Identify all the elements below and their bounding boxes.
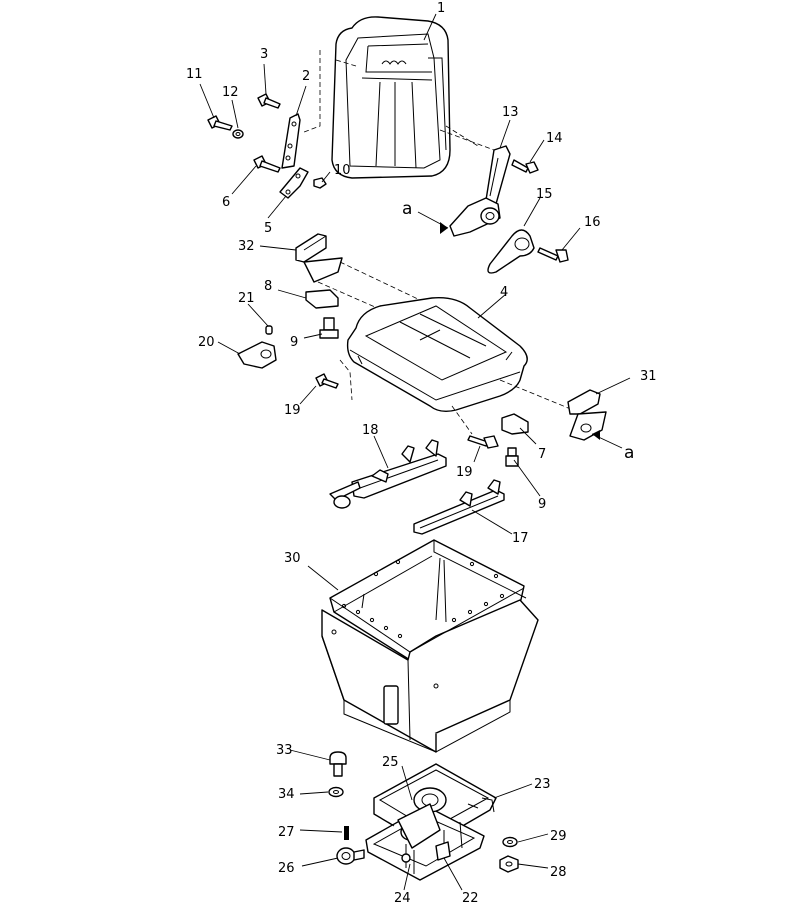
callout-25: 25 [382, 755, 399, 770]
slide-rail-18 [329, 439, 447, 509]
callout-15: 15 [536, 187, 553, 202]
callout-23: 23 [534, 777, 551, 792]
backrest-bracket-left [281, 113, 301, 169]
callout-20: 20 [198, 335, 215, 350]
suspension-assembly-22 [365, 763, 497, 881]
bolt-6 [253, 155, 281, 173]
callout-29: 29 [550, 829, 567, 844]
recliner-hinge-13 [439, 129, 511, 237]
hinge-bracket-31 [567, 389, 607, 441]
bolt-14 [511, 159, 539, 174]
callout-3: 3 [260, 47, 268, 62]
callout-13: 13 [502, 105, 519, 120]
callout-labels: 1 2 3 4 5 6 7 8 9 9 10 11 12 13 14 15 16… [186, 1, 657, 904]
bolt-16 [537, 247, 569, 263]
callout-19-right: 19 [456, 465, 473, 480]
bolt-9-upper [319, 317, 339, 339]
view-mark-a-upper: a [402, 199, 412, 219]
callout-17: 17 [512, 531, 529, 546]
callout-1: 1 [437, 1, 445, 16]
spring-pin-27 [344, 826, 349, 840]
bolt-19-right [467, 435, 499, 449]
seat-lever-20 [237, 341, 277, 369]
callout-21: 21 [238, 291, 255, 306]
callout-26: 26 [278, 861, 295, 876]
callout-11: 11 [186, 67, 203, 82]
callout-27: 27 [278, 825, 295, 840]
callout-2: 2 [302, 69, 310, 84]
callout-16: 16 [584, 215, 601, 230]
bracket-7 [501, 413, 529, 435]
washer-29 [502, 836, 518, 848]
bolt-9-lower [505, 447, 519, 467]
knob-26 [336, 847, 365, 865]
view-arrow-upper [440, 222, 448, 234]
callout-5: 5 [264, 221, 272, 236]
callout-18: 18 [362, 423, 379, 438]
recliner-cover-15 [487, 229, 535, 274]
callout-33: 33 [276, 743, 293, 758]
seat-box-30 [321, 539, 539, 753]
callout-8: 8 [264, 279, 272, 294]
callout-14: 14 [546, 131, 563, 146]
callout-28: 28 [550, 865, 567, 880]
bracket-8 [305, 289, 339, 309]
washer-34 [328, 786, 344, 798]
view-arrow-lower [592, 430, 600, 440]
nut-28 [499, 855, 519, 873]
seat-mount-32 [295, 233, 327, 263]
seat-cushion-4 [339, 297, 579, 435]
washer-12 [232, 129, 244, 139]
bolt-3 [257, 93, 281, 109]
callout-7: 7 [538, 447, 546, 462]
bolt-19-left [315, 373, 339, 389]
slide-rail-17 [413, 479, 505, 535]
leader-lines [199, 13, 631, 891]
backrest-cushion [303, 16, 479, 179]
bolt-33 [329, 751, 347, 777]
callout-24: 24 [394, 891, 411, 904]
callout-30: 30 [284, 551, 301, 566]
view-mark-a-lower: a [624, 443, 634, 463]
pin-21 [265, 325, 273, 335]
callout-31: 31 [640, 369, 657, 384]
callout-4: 4 [500, 285, 508, 300]
callout-32: 32 [238, 239, 255, 254]
callout-10: 10 [334, 163, 351, 178]
callout-9-upper: 9 [290, 335, 298, 350]
callout-22: 22 [462, 891, 479, 904]
hinge-link-5 [279, 167, 309, 199]
callout-9-lower: 9 [538, 497, 546, 512]
callout-19-left: 19 [284, 403, 301, 418]
callout-6: 6 [222, 195, 230, 210]
callout-34: 34 [278, 787, 295, 802]
bolt-11 [207, 115, 233, 131]
callout-12: 12 [222, 85, 239, 100]
